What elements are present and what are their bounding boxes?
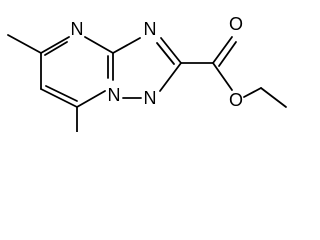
- atom-o-ester-label: O: [229, 90, 243, 110]
- bond-ethyl-ch3: [260, 87, 287, 108]
- atom-n4-label: N: [71, 19, 84, 39]
- bond-n3-c2-inner: [156, 42, 175, 65]
- bond-n4-c5-inner: [44, 41, 68, 56]
- bond-c7-n8: [76, 90, 106, 108]
- bond-c2-n1: [159, 62, 182, 92]
- molecule-structure: N N N N O O: [7, 14, 287, 132]
- atom-n8-label: N: [144, 88, 157, 108]
- atom-o-carbonyl-label: O: [229, 14, 243, 34]
- atom-n1-label: N: [144, 19, 157, 39]
- bond-carbonyl-c-o-ester: [212, 62, 233, 91]
- molecule-canvas: N N N N O O: [7, 14, 287, 132]
- bond-c6-c7-inner: [45, 85, 78, 102]
- bond-carbonyl-c-o-top-inner: [218, 41, 237, 67]
- bond-c5-methyl: [7, 34, 42, 54]
- bond-n4-c5: [40, 36, 70, 54]
- bond-o-ester-ethyl: [243, 87, 262, 98]
- bond-c6-c7: [40, 88, 78, 108]
- bond-c4a-n3: [112, 37, 141, 54]
- bond-n3-c2: [160, 37, 182, 64]
- atom-n3-label: N: [108, 85, 121, 105]
- bond-c4a-n4: [84, 36, 114, 54]
- bond-carbonyl-c-o-top: [212, 36, 233, 64]
